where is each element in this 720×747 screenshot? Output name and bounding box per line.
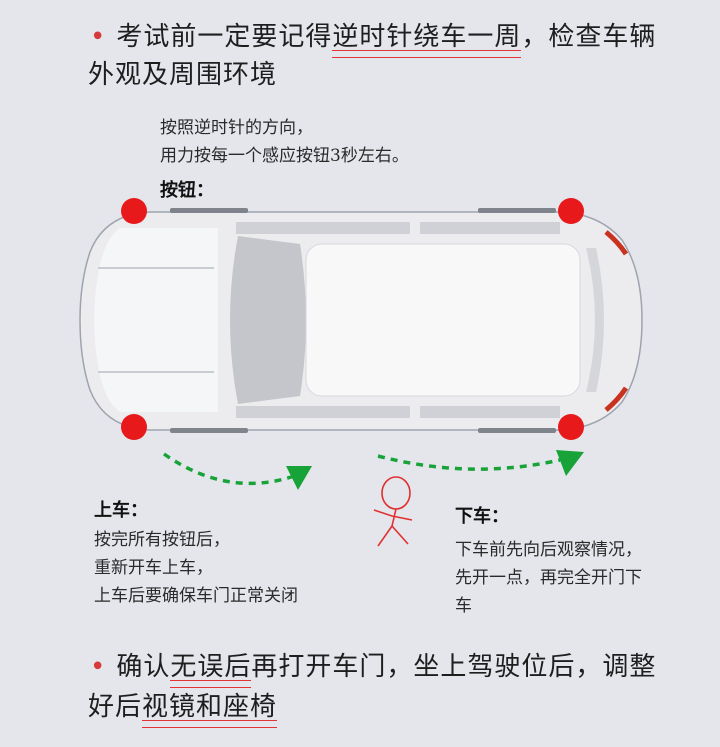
car-windshield (230, 236, 306, 404)
rear-light-top (604, 230, 629, 256)
bullet-icon: • (90, 22, 107, 52)
bullet-icon: • (90, 652, 107, 682)
final-underlined-1: 无误后 (170, 644, 252, 690)
sensor-button-rear-left (558, 198, 584, 224)
alight-instructions: 下车前先向后观察情况， 先开一点，再完全开门下 车 (455, 540, 642, 616)
board-arrow (162, 452, 301, 486)
rear-light-bottom (604, 386, 629, 412)
sensor-button-rear-right (558, 414, 584, 440)
final-text: •确认无误后再打开车门，坐上驾驶位后，调整 (90, 644, 710, 690)
car-hood (94, 228, 218, 412)
intro-text-line2: 外观及周围环境 (88, 60, 278, 90)
sensor-button-front-right (121, 414, 147, 440)
car-roof (305, 243, 581, 397)
buttons-label: 按钮： (160, 180, 214, 201)
board-label: 上车： (94, 500, 148, 521)
sensor-button-front-left (121, 198, 147, 224)
final-text-line2: 好后视镜和座椅 (88, 684, 708, 730)
alight-label: 下车： (455, 506, 509, 527)
alight-arrow (377, 454, 561, 471)
board-instructions: 按完所有按钮后， 重新开车上车， 上车后要确保车门正常关闭 (94, 530, 298, 606)
final-underlined-2: 视镜和座椅 (142, 684, 278, 730)
stick-figure-icon (373, 476, 413, 547)
instructions: 按照逆时针的方向， 用力按每一个感应按钮3秒左右。 (160, 118, 409, 166)
intro-text: •考试前一定要记得逆时针绕车一周，检查车辆 (90, 14, 710, 60)
intro-underlined: 逆时针绕车一周 (332, 14, 522, 60)
